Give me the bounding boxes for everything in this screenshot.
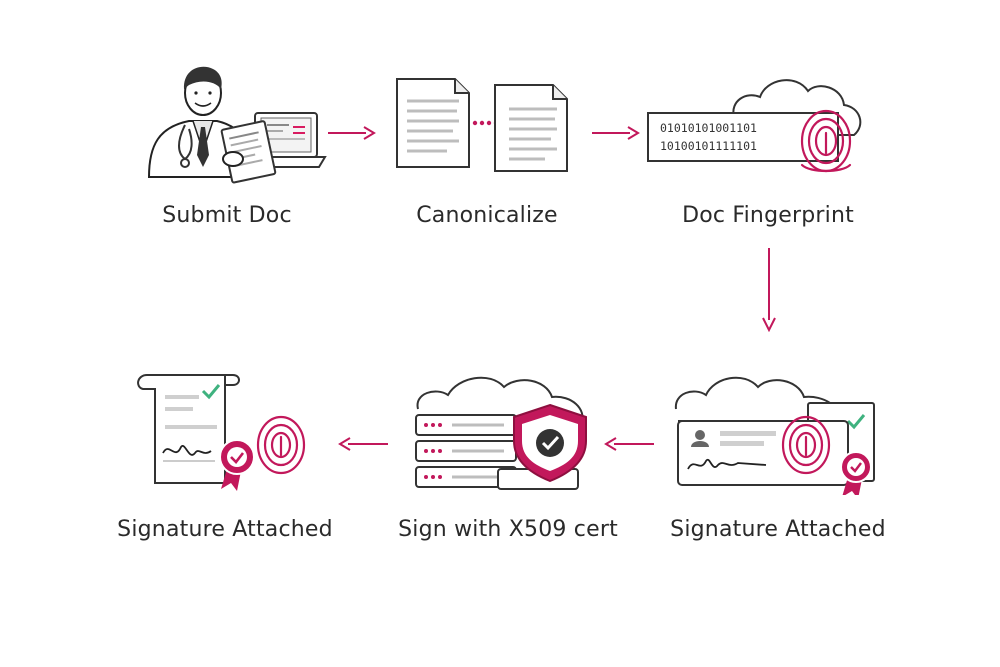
doctor-with-document-icon — [97, 55, 357, 185]
step-label: Doc Fingerprint — [682, 203, 854, 228]
flow-arrow-left — [338, 436, 390, 452]
step-canonicalize: Canonicalize — [357, 55, 617, 245]
step-label: Submit Doc — [162, 203, 292, 228]
binary-line-2: 10100101111101 — [660, 139, 757, 153]
flow-arrow-right — [590, 125, 640, 141]
signed-scroll-icon — [95, 365, 355, 495]
step-label: Canonicalize — [416, 203, 558, 228]
step-submit-doc: Submit Doc — [97, 55, 357, 245]
binary-fingerprint-cloud-icon: 01010101001101 10100101111101 — [638, 55, 898, 185]
signed-id-card-icon — [648, 365, 908, 495]
server-shield-icon — [378, 365, 638, 495]
binary-line-1: 01010101001101 — [660, 121, 757, 135]
flow-arrow-left — [604, 436, 656, 452]
step-label: Signature Attached — [670, 517, 886, 542]
flow-arrow-right — [326, 125, 376, 141]
step-label: Signature Attached — [117, 517, 333, 542]
documents-canonicalize-icon — [357, 55, 617, 185]
step-sign-x509: Sign with X509 cert — [378, 365, 638, 555]
flow-arrow-down — [761, 246, 777, 332]
step-signature-attached-card: Signature Attached — [648, 365, 908, 555]
step-signature-attached-scroll: Signature Attached — [95, 365, 355, 555]
step-label: Sign with X509 cert — [398, 517, 618, 542]
step-doc-fingerprint: 01010101001101 10100101111101 Doc Finger… — [638, 55, 898, 245]
